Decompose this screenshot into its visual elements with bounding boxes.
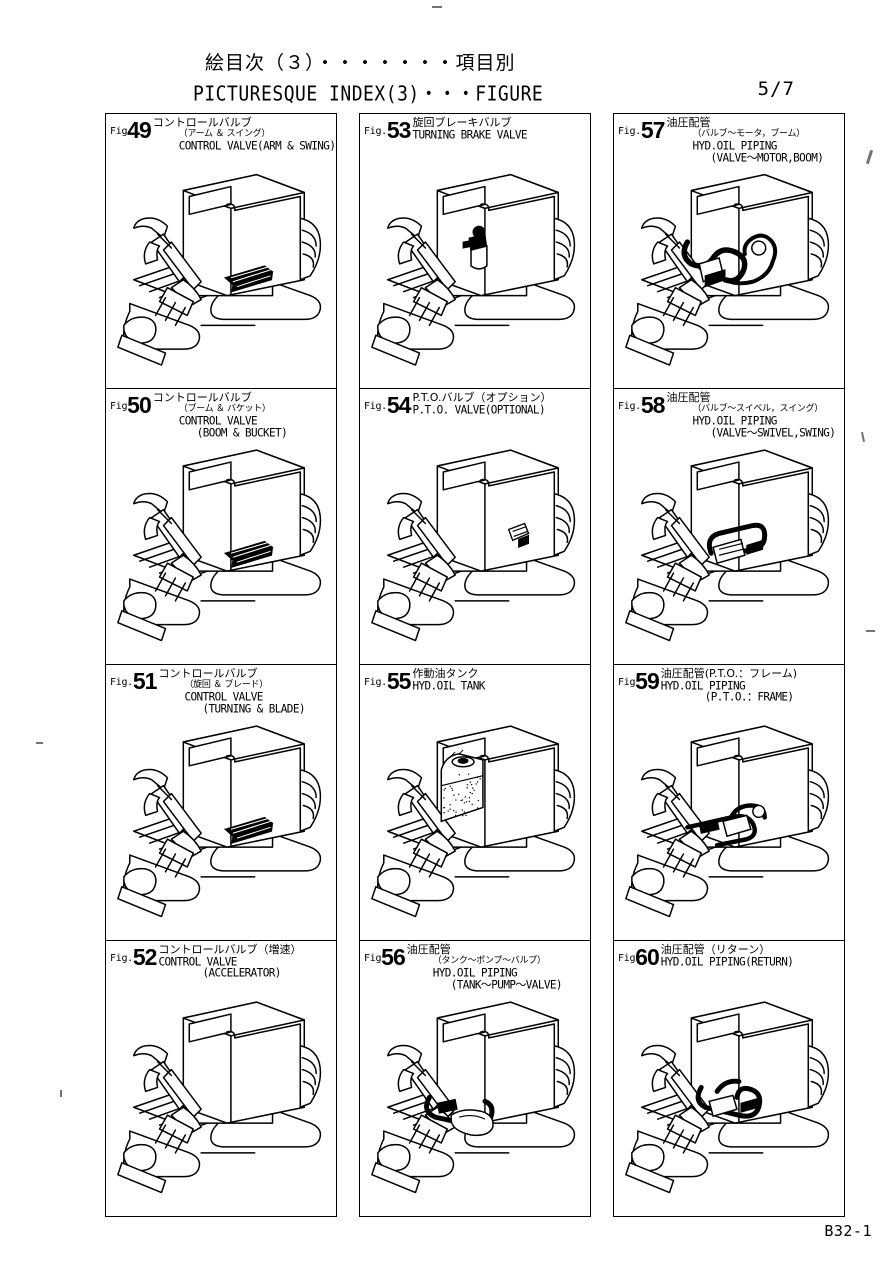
page-title-jp: 絵目次（３）・・・・・・・項目別 [205,48,516,75]
figure-number: 58 [641,392,665,415]
figure-title-jp: コントロールバルブ（増速） [158,944,332,956]
excavator-illustration [106,114,336,388]
figure-cell-54[interactable]: Fig.54P.T.O.バルブ（オプション）P.T.O. VALVE(OPTIO… [359,389,591,665]
figure-prefix: Fig. [618,392,641,412]
figure-title-en: TURNING BRAKE VALVE [412,129,586,141]
figure-caption: Fig.58油圧配管（バルブ〜スイベル，スイング）HYD.OIL PIPING(… [614,389,844,440]
figure-number: 60 [635,944,659,967]
scan-speck [36,742,43,744]
figure-title-en: P.T.O. VALVE(OPTIONAL) [412,404,586,416]
figure-cell-50[interactable]: Fig50コントロールバルブ（ブーム ＆ バケット）CONTROL VALVE(… [105,389,337,665]
figure-subtitle-en: (VALVE〜SWIVEL,SWING) [666,427,840,439]
figure-cell-55[interactable]: Fig.55作動油タンクHYD.OIL TANK [359,665,591,941]
figure-title-en: HYD.OIL TANK [412,680,586,692]
figure-prefix: Fig. [110,944,133,964]
figure-title-jp: P.T.O.バルブ（オプション） [412,392,586,404]
figure-prefix: Fig [618,668,635,688]
figure-prefix: Fig. [110,668,133,688]
scan-speck [60,1090,62,1097]
figure-prefix: Fig [110,117,127,137]
figure-subtitle-en: (TURNING & BLADE) [158,703,332,715]
figure-title-jp: コントロールバルブ [158,668,332,680]
figure-title-jp: 油圧配管(P.T.O.：フレーム) [661,668,840,680]
figure-number: 57 [641,117,665,140]
figure-number: 54 [387,392,411,415]
excavator-illustration [360,389,590,664]
figure-prefix: Fig. [364,668,387,688]
scan-speck [861,432,865,442]
figure-number: 52 [133,944,157,967]
figure-caption: Fig50コントロールバルブ（ブーム ＆ バケット）CONTROL VALVE(… [106,389,336,440]
figure-cell-59[interactable]: Fig59油圧配管(P.T.O.：フレーム)HYD.OIL PIPING(P.T… [613,665,845,941]
excavator-illustration [614,665,844,940]
figure-title-jp: 作動油タンク [412,668,586,680]
figure-subtitle-en: (ACCELERATOR) [158,967,332,979]
figure-title-jp: コントロールバルブ [153,117,336,129]
figure-subtitle-en: (TANK〜PUMP〜VALVE) [407,979,586,991]
footer-code: B32-1 [824,1222,872,1240]
figure-subtitle-en: (BOOM & BUCKET) [153,427,332,439]
figure-cell-53[interactable]: Fig.53旋回ブレーキバルブTURNING BRAKE VALVE [359,113,591,389]
figure-caption: Fig.51コントロールバルブ（旋回 ＆ ブレード）CONTROL VALVE(… [106,665,336,716]
figure-number: 49 [127,117,151,140]
figure-prefix: Fig [618,944,635,964]
figure-cell-58[interactable]: Fig.58油圧配管（バルブ〜スイベル，スイング）HYD.OIL PIPING(… [613,389,845,665]
figure-number: 55 [387,668,411,691]
figure-subtitle-en: (VALVE〜MOTOR,BOOM) [666,152,840,164]
excavator-illustration [360,665,590,940]
figure-title-jp: 油圧配管 [666,392,840,404]
figure-prefix: Fig. [618,117,641,137]
excavator-illustration [106,941,336,1216]
figure-cell-56[interactable]: Fig56油圧配管（タンク〜ポンプ〜バルブ）HYD.OIL PIPING(TAN… [359,941,591,1217]
scan-speck [866,150,873,164]
figure-title-jp: 油圧配管 [666,117,840,129]
figure-cell-49[interactable]: Fig49コントロールバルブ（アーム ＆ スイング）CONTROL VALVE(… [105,113,337,389]
scan-speck [432,6,442,8]
figure-caption: Fig59油圧配管(P.T.O.：フレーム)HYD.OIL PIPING(P.T… [614,665,844,705]
figure-title-en: CONTROL VALVE(ARM & SWING) [153,140,336,152]
scan-speck [866,630,875,632]
figure-number: 53 [387,117,411,140]
figure-prefix: Fig [110,392,127,412]
figure-caption: Fig49コントロールバルブ（アーム ＆ スイング）CONTROL VALVE(… [106,114,336,154]
excavator-illustration [614,941,844,1216]
figure-caption: Fig.55作動油タンクHYD.OIL TANK [360,665,590,704]
figure-prefix: Fig. [364,392,387,412]
figure-title-jp: 油圧配管（リターン） [661,944,840,956]
figure-caption: Fig.52コントロールバルブ（増速）CONTROL VALVE(ACCELER… [106,941,336,981]
figure-prefix: Fig. [364,117,387,137]
figure-title-jp: 油圧配管 [407,944,586,956]
page-title-en: PICTURESQUE INDEX(3)・・・FIGURE [193,78,543,107]
figure-caption: Fig56油圧配管（タンク〜ポンプ〜バルブ）HYD.OIL PIPING(TAN… [360,941,590,992]
figure-title-en: HYD.OIL PIPING(RETURN) [661,956,840,968]
figure-number: 50 [127,392,151,415]
figure-number: 56 [381,944,405,967]
figure-number: 51 [133,668,157,691]
page-number: 5/7 [758,78,795,100]
figure-caption: Fig60油圧配管（リターン）HYD.OIL PIPING(RETURN) [614,941,844,980]
figure-subtitle-en: (P.T.O.：FRAME) [661,691,840,703]
figure-caption: Fig.57油圧配管（バルブ〜モータ，ブーム）HYD.OIL PIPING(VA… [614,114,844,165]
figure-grid: Fig49コントロールバルブ（アーム ＆ スイング）CONTROL VALVE(… [105,113,845,1217]
figure-cell-57[interactable]: Fig.57油圧配管（バルブ〜モータ，ブーム）HYD.OIL PIPING(VA… [613,113,845,389]
excavator-illustration [360,114,590,388]
figure-prefix: Fig [364,944,381,964]
figure-title-jp: 旋回ブレーキバルブ [412,117,586,129]
figure-cell-60[interactable]: Fig60油圧配管（リターン）HYD.OIL PIPING(RETURN) [613,941,845,1217]
figure-cell-52[interactable]: Fig.52コントロールバルブ（増速）CONTROL VALVE(ACCELER… [105,941,337,1217]
figure-caption: Fig.53旋回ブレーキバルブTURNING BRAKE VALVE [360,114,590,153]
figure-cell-51[interactable]: Fig.51コントロールバルブ（旋回 ＆ ブレード）CONTROL VALVE(… [105,665,337,941]
figure-caption: Fig.54P.T.O.バルブ（オプション）P.T.O. VALVE(OPTIO… [360,389,590,428]
figure-number: 59 [635,668,659,691]
figure-title-jp: コントロールバルブ [153,392,332,404]
